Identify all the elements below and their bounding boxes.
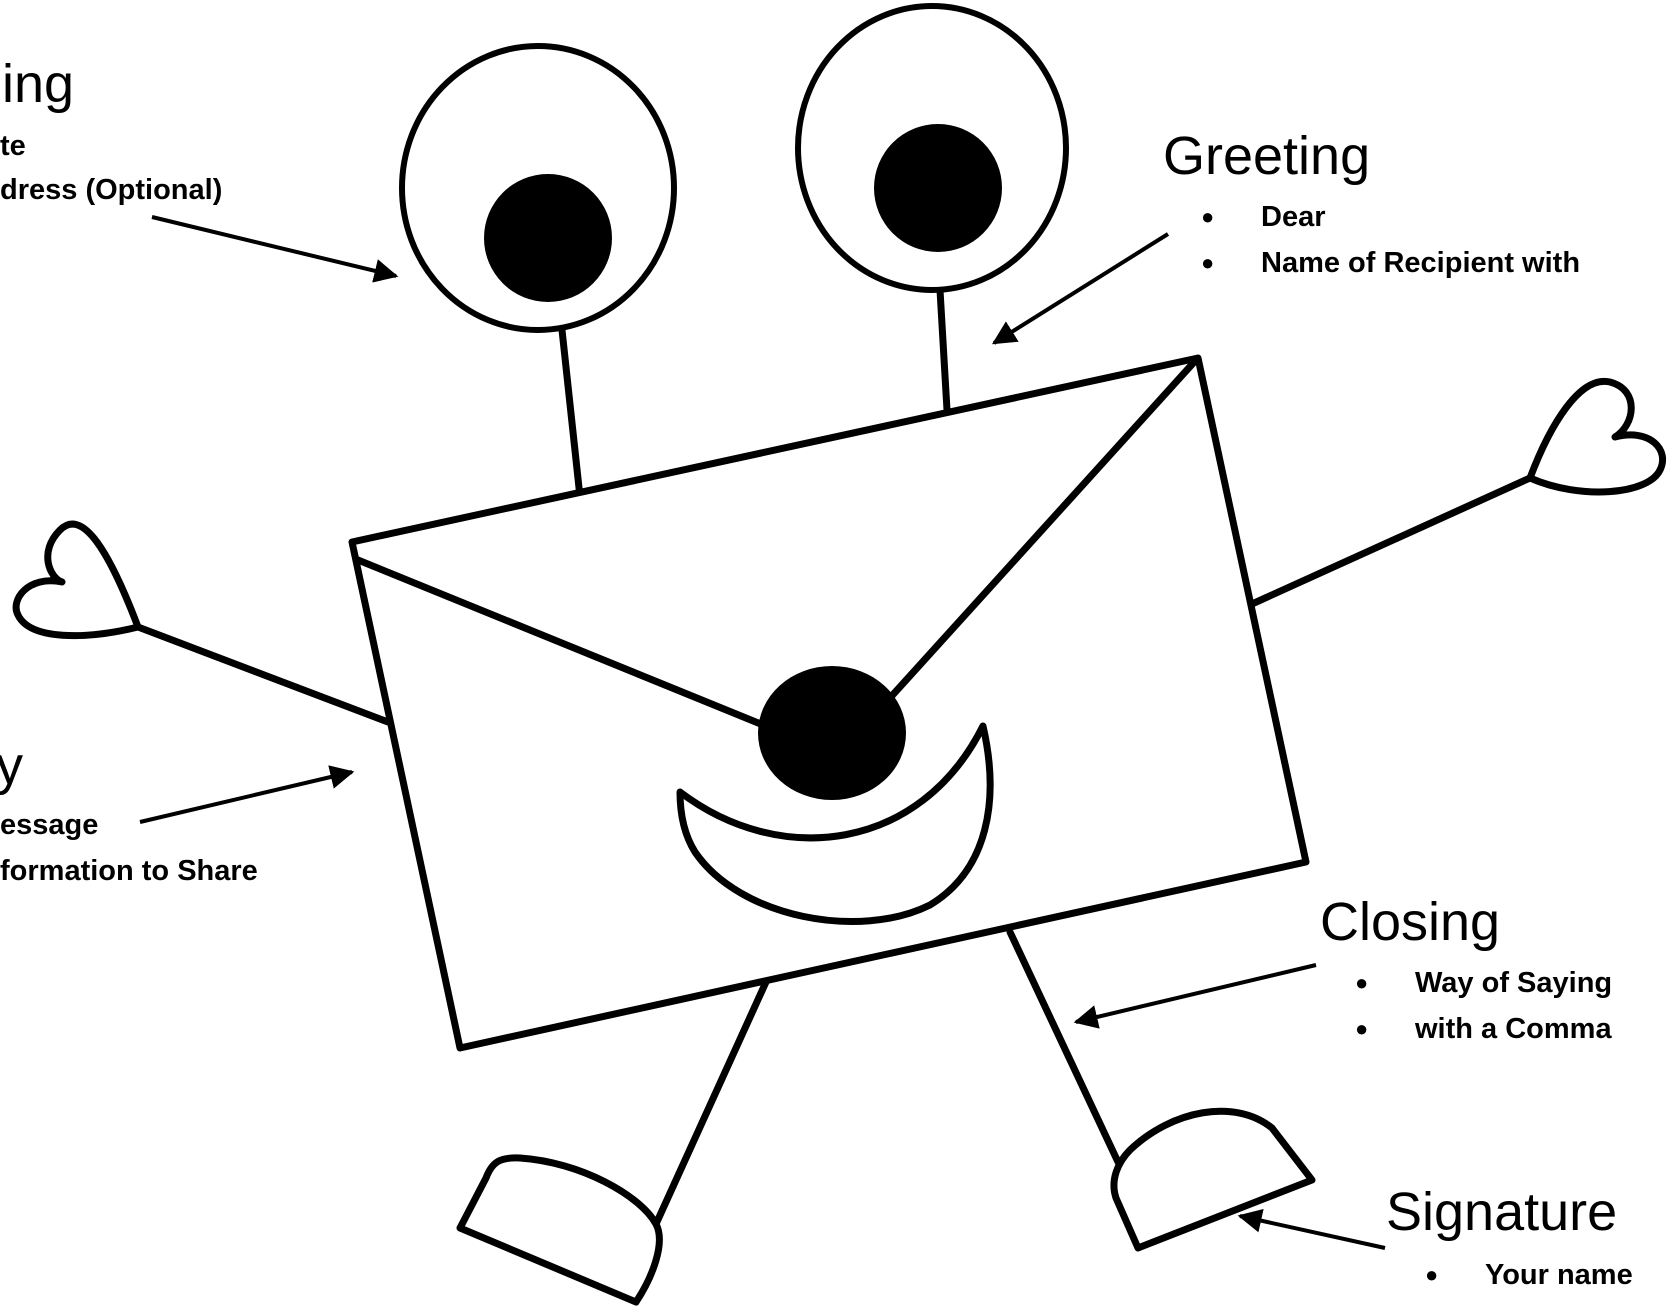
right-arm (1248, 474, 1534, 608)
left-hand (12, 520, 142, 640)
greeting-item: Dear (1201, 194, 1580, 240)
heading-arrow (151, 215, 399, 283)
body-line-information: formation to Share (0, 855, 258, 887)
signature-arrow (1237, 1208, 1386, 1250)
greeting-list: Dear Name of Recipient with (1201, 194, 1580, 286)
right-hand (1526, 377, 1667, 496)
signature-list: Your name (1425, 1252, 1633, 1298)
signature-item: Your name (1425, 1252, 1633, 1298)
left-arm (134, 623, 392, 726)
closing-arrow (1073, 963, 1317, 1029)
closing-item: with a Comma (1355, 1006, 1612, 1052)
heading-line-date: te (0, 130, 26, 162)
left-eye-stalk (558, 326, 584, 501)
body-arrow (139, 765, 355, 824)
greeting-item: Name of Recipient with (1201, 240, 1580, 286)
heading-title: ing (2, 54, 75, 114)
envelope-flap (354, 356, 1200, 744)
left-foot (456, 1154, 663, 1306)
greeting-title: Greeting (1163, 126, 1371, 186)
right-leg (1006, 928, 1122, 1166)
greeting-arrow (991, 232, 1170, 345)
left-eye (399, 43, 677, 333)
closing-title: Closing (1320, 892, 1501, 952)
right-eye (795, 3, 1069, 293)
closing-list: Way of Saying with a Comma (1355, 960, 1612, 1052)
body-line-message: essage (0, 809, 99, 841)
closing-item: Way of Saying (1355, 960, 1612, 1006)
signature-title: Signature (1386, 1182, 1618, 1242)
nose (758, 666, 906, 800)
body-title: y (0, 736, 23, 796)
heading-line-address: dress (Optional) (0, 174, 223, 206)
left-leg (652, 978, 770, 1228)
smile-mouth (676, 722, 994, 925)
right-foot (1110, 1107, 1316, 1252)
right-eye-stalk (936, 286, 951, 414)
